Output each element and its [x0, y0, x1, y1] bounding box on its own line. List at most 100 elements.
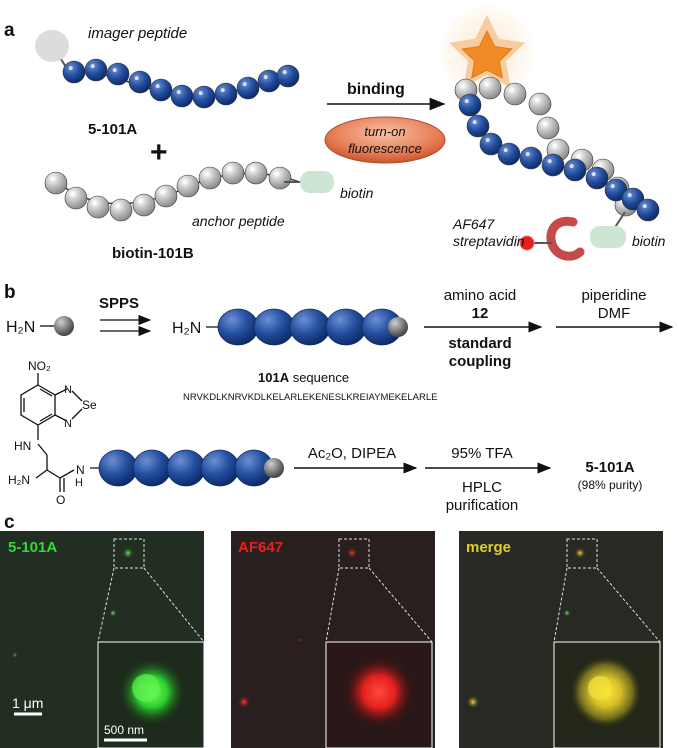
resin-bead-bottom	[264, 458, 284, 478]
grey-bead-highlight	[50, 177, 55, 182]
blue-bead	[106, 62, 130, 86]
grey-bead	[64, 186, 88, 210]
grey-bead-highlight	[250, 167, 255, 172]
biotin-label-left: biotin	[340, 185, 374, 201]
blue-bead-highlight	[610, 184, 615, 189]
grey-bead	[132, 193, 156, 217]
panel-a: a imager peptide 5-101A + biotin anchor …	[4, 6, 666, 262]
turn-on-fluorescence-oval	[324, 116, 446, 164]
blue-bead	[62, 60, 86, 84]
purity-label: (98% purity)	[578, 478, 643, 492]
streptavidin-label: streptavidin	[453, 233, 525, 249]
fluorescence-label: fluorescence	[348, 141, 422, 156]
grey-bead	[536, 116, 560, 140]
blue-bead-highlight	[591, 172, 596, 177]
biotin-label-right: biotin	[632, 233, 666, 249]
grey-bead-highlight	[138, 199, 143, 204]
blue-bead-highlight	[134, 76, 139, 81]
blue-bead-highlight	[525, 152, 530, 157]
se-label: Se	[82, 398, 97, 412]
streptavidin-shape	[546, 216, 585, 261]
anchor-peptide-chain	[44, 161, 334, 222]
grey-bead	[44, 171, 68, 195]
amino-acid-number: 12	[472, 305, 489, 322]
grey-bead-highlight	[182, 180, 187, 185]
imager-peptide-label: imager peptide	[88, 25, 187, 42]
h2n-chain: H₂N	[172, 320, 201, 337]
sequence-segment-oval	[166, 449, 206, 487]
grey-bead-highlight	[552, 144, 557, 149]
panel-b-letter: b	[4, 282, 16, 303]
blue-bead	[479, 132, 503, 156]
dmf-label: DMF	[598, 305, 631, 322]
blue-bead-highlight	[569, 164, 574, 169]
grey-bead	[176, 174, 200, 198]
blue-bead	[497, 142, 521, 166]
resin-bead-top	[388, 317, 408, 337]
biotin-tag-left	[300, 171, 334, 193]
peptide-5-101A-label: 5-101A	[88, 121, 137, 138]
sequence-segment-oval	[253, 308, 295, 346]
purification-label: purification	[446, 497, 519, 514]
blue-bead-highlight	[220, 88, 225, 93]
grey-bead-highlight	[274, 172, 279, 177]
blue-bead-highlight	[68, 66, 73, 71]
grey-bead-highlight	[227, 167, 232, 172]
blue-bead	[458, 93, 482, 117]
panel-b: b H₂N SPPS H₂N 101A sequence NRVKDLKNRVK…	[4, 282, 674, 514]
af647-dye-dot	[519, 235, 535, 251]
anchor-peptide-label: anchor peptide	[192, 213, 285, 229]
grey-bead	[268, 166, 292, 190]
blue-bead	[541, 153, 565, 177]
blue-bead	[519, 146, 543, 170]
sequence-segment-oval	[217, 308, 259, 346]
grey-bead-highlight	[115, 204, 120, 209]
sequence-text: NRVKDLKNRVKDLKELARLEKENESLKREIAYMEKELARL…	[183, 392, 438, 403]
blue-bead-highlight	[547, 159, 552, 164]
grey-bead	[221, 161, 245, 185]
blue-bead-highlight	[464, 99, 469, 104]
grey-bead-highlight	[92, 201, 97, 206]
grey-bead-highlight	[160, 190, 165, 195]
grey-bead	[109, 198, 133, 222]
blue-bead-highlight	[112, 68, 117, 73]
grey-bead	[86, 195, 110, 219]
h2n-left: H₂N	[6, 319, 35, 336]
sequence-line: 101A sequence	[258, 370, 349, 385]
bound-complex	[441, 6, 660, 261]
blue-bead	[192, 85, 216, 109]
green-channel-label: 5-101A	[8, 539, 57, 556]
blue-bead	[214, 82, 238, 106]
hn-label: HN	[14, 439, 31, 453]
blue-bead-highlight	[472, 120, 477, 125]
sequence-segment-oval	[200, 449, 240, 487]
imager-head-bead	[35, 30, 69, 62]
blue-bead	[276, 64, 300, 88]
hplc-label: HPLC	[462, 479, 502, 496]
red-channel-image	[231, 531, 435, 748]
panel-a-letter: a	[4, 20, 15, 41]
grey-bead-highlight	[534, 98, 539, 103]
blue-bead	[170, 84, 194, 108]
spps-label: SPPS	[99, 295, 139, 312]
grey-bead	[503, 82, 527, 106]
blue-bead-highlight	[155, 84, 160, 89]
blue-bead-highlight	[503, 148, 508, 153]
n-top-label: N	[64, 384, 72, 396]
binding-label: binding	[347, 81, 405, 98]
af647-label: AF647	[452, 216, 495, 232]
grey-bead	[154, 184, 178, 208]
nbdse-amino-acid-structure	[20, 373, 83, 492]
blue-bead-highlight	[176, 90, 181, 95]
plus-sign: +	[150, 136, 168, 169]
blue-bead-highlight	[282, 70, 287, 75]
grey-bead	[528, 92, 552, 116]
grey-bead-highlight	[542, 122, 547, 127]
red-channel-label: AF647	[238, 539, 283, 556]
grey-bead-highlight	[484, 82, 489, 87]
n-bottom-label: N	[64, 418, 72, 430]
blue-bead	[585, 166, 609, 190]
grey-bead	[198, 166, 222, 190]
tfa-label: 95% TFA	[451, 445, 512, 462]
merge-image	[459, 531, 663, 748]
